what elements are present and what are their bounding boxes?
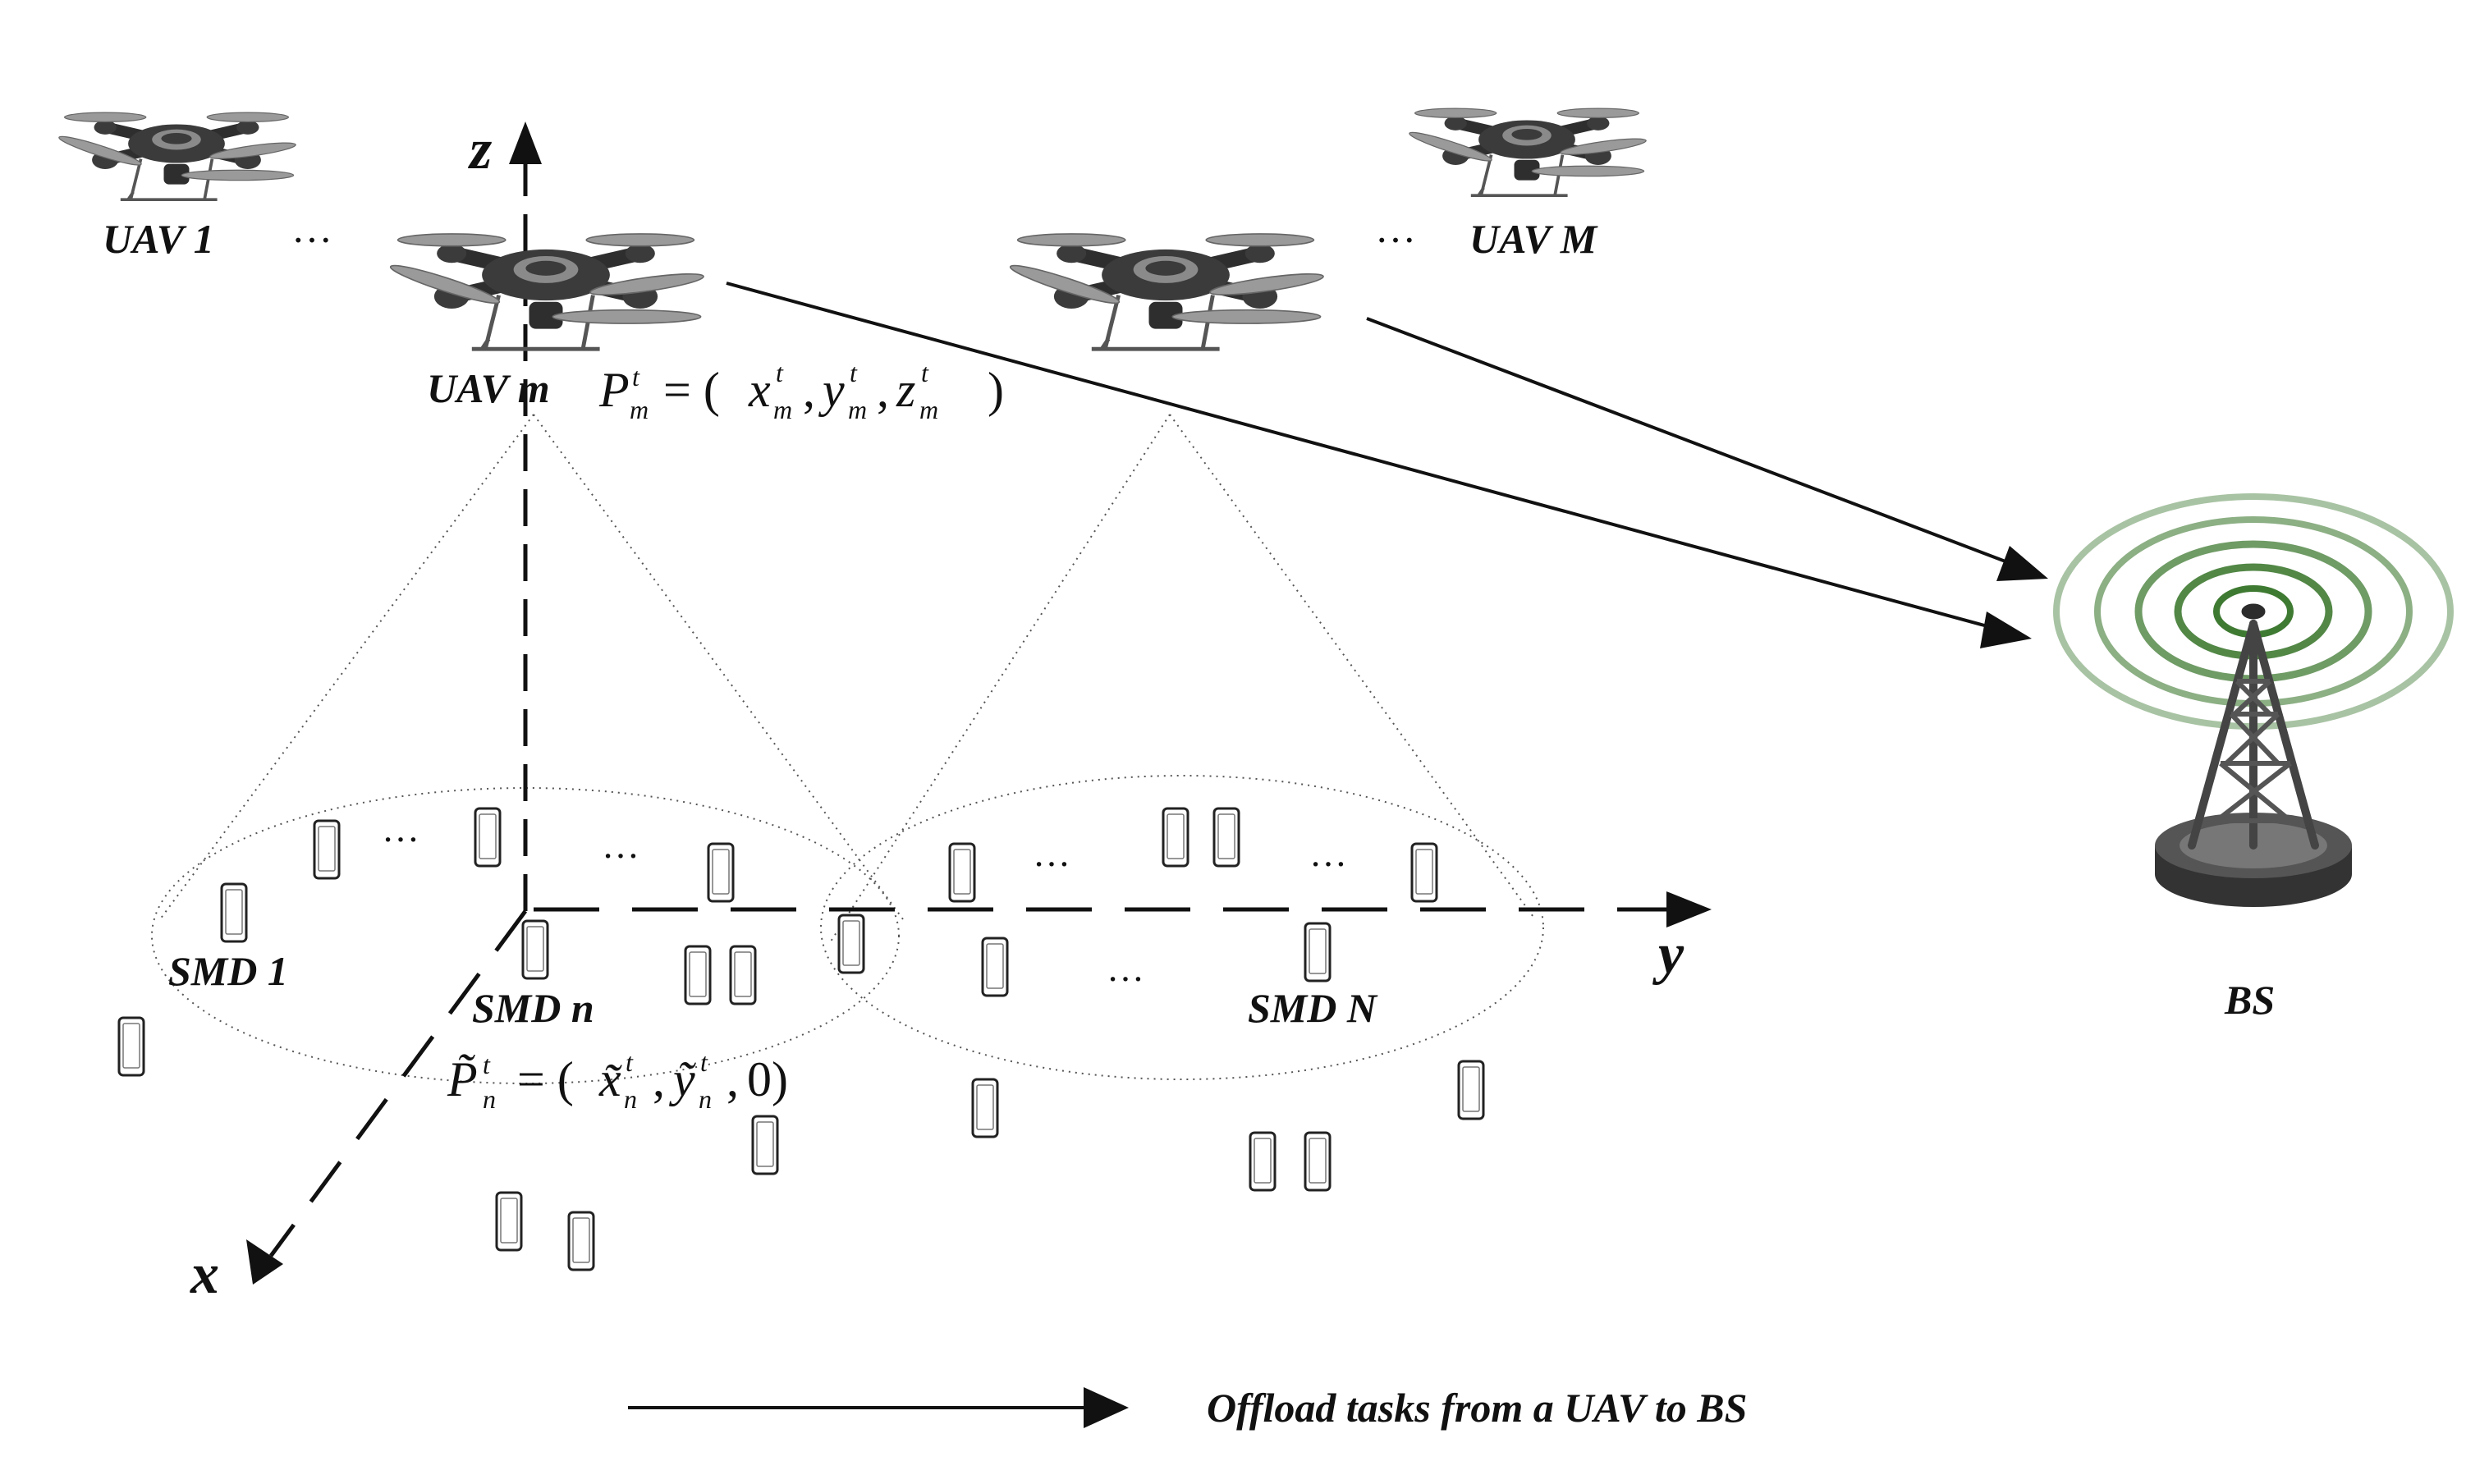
uav-ellipsis-right: …: [1375, 205, 1416, 251]
uav-position-formula: P t m = ( x t m , y t m , z t m ): [598, 358, 1004, 424]
svg-text:,: ,: [727, 1052, 739, 1106]
svg-text:x̃: x̃: [598, 1052, 622, 1106]
x-axis-arrowhead: [246, 1239, 283, 1285]
smd-device: [1249, 1131, 1277, 1192]
svg-text:0): 0): [747, 1052, 788, 1106]
svg-text:m: m: [773, 395, 792, 424]
offload-arrow-uav-m: [726, 282, 2024, 639]
svg-text:n: n: [699, 1084, 712, 1114]
uav-ellipsis-left: …: [291, 205, 332, 251]
drone-uav-1: [57, 112, 296, 199]
smd-device: [313, 819, 341, 880]
offload-arrow-uav-2: [1366, 317, 2041, 576]
smd-device: [1304, 922, 1332, 982]
smd-n-label: SMD n: [472, 985, 594, 1031]
coverage-ellipse-uav-m: [151, 787, 900, 1084]
smd-device: [948, 842, 976, 903]
svg-text:): ): [988, 363, 1004, 417]
smd-1-label: SMD 1: [168, 948, 288, 994]
bs-label: BS: [2224, 977, 2275, 1023]
tower: [2155, 620, 2352, 907]
smd-device: [837, 914, 865, 974]
svg-text:n: n: [624, 1084, 637, 1114]
smd-device: [495, 1191, 523, 1252]
z-axis-arrowhead: [509, 121, 542, 164]
smd-ellipsis-2: …: [602, 824, 639, 866]
legend: Offload tasks from a UAV to BS: [628, 1385, 1747, 1431]
y-axis-label: y: [1652, 923, 1684, 986]
svg-text:m: m: [848, 395, 867, 424]
offload-arrowheads: [1980, 546, 2048, 648]
smd-ellipsis-5: …: [1107, 947, 1144, 989]
smd-device: [729, 945, 757, 1005]
legend-arrowhead: [1084, 1387, 1129, 1428]
cone-uav-2: [828, 414, 1536, 945]
smd-device: [1162, 807, 1189, 868]
svg-text:y: y: [818, 363, 845, 417]
drone-uav-2: [1008, 234, 1324, 349]
coverage-ellipse-uav-2: [820, 775, 1544, 1080]
legend-text: Offload tasks from a UAV to BS: [1207, 1385, 1747, 1431]
smd-ellipsis-3: …: [1033, 832, 1070, 874]
smd-device: [1304, 1131, 1332, 1192]
uav-1-label: UAV 1: [103, 216, 214, 262]
svg-text:m: m: [919, 395, 938, 424]
smd-device: [567, 1211, 595, 1271]
svg-text:,: ,: [803, 363, 815, 417]
svg-text:,: ,: [877, 363, 889, 417]
cone-uav-m: [159, 414, 904, 920]
svg-text:,: ,: [653, 1052, 665, 1106]
x-axis-label: x: [190, 1243, 219, 1306]
svg-text:m: m: [630, 395, 649, 424]
svg-text:n: n: [483, 1084, 496, 1114]
svg-text:P: P: [598, 363, 630, 417]
smd-device: [1457, 1060, 1485, 1120]
svg-text:t: t: [700, 1047, 708, 1077]
svg-text:= (: = (: [663, 363, 720, 417]
smd-device: [1212, 807, 1240, 868]
smd-device: [684, 945, 712, 1005]
smd-device: [971, 1078, 999, 1138]
x-axis: [268, 909, 528, 1257]
svg-text:t: t: [850, 358, 858, 387]
smd-device: [981, 937, 1009, 997]
smd-position-formula: P̃ t n = ( x̃ t n , ỹ t n , 0): [447, 1047, 788, 1114]
y-axis-arrowhead: [1666, 891, 1712, 928]
smd-device: [707, 842, 735, 903]
smd-ellipsis-1: …: [382, 808, 419, 850]
coverage-cones: [151, 414, 1544, 1084]
drone-uav-m: [388, 234, 704, 349]
svg-text:t: t: [776, 358, 784, 387]
base-station: BS: [2053, 493, 2454, 1023]
svg-text:z: z: [896, 363, 915, 417]
svg-text:ỹ: ỹ: [668, 1052, 696, 1106]
smd-ellipsis-4: …: [1309, 832, 1347, 874]
svg-text:t: t: [921, 358, 929, 387]
smd-device: [474, 807, 502, 868]
svg-text:t: t: [632, 362, 640, 392]
svg-text:P̃: P̃: [447, 1052, 478, 1106]
drone-uav-M: [1408, 108, 1647, 195]
uav-M-label: UAV M: [1469, 216, 1598, 262]
svg-text:t: t: [626, 1047, 634, 1077]
svg-text:x: x: [748, 363, 771, 417]
uav-m-label: UAV m: [427, 365, 550, 411]
smd-device: [117, 1016, 145, 1077]
smd-device: [521, 919, 549, 980]
smd-device: [1410, 842, 1438, 903]
smd-device: [751, 1115, 779, 1175]
svg-text:t: t: [483, 1050, 491, 1079]
smd-device: [220, 882, 248, 943]
svg-text:= (: = (: [517, 1052, 574, 1106]
offload-arrows: [726, 282, 2041, 639]
smd-N-label: SMD N: [1248, 985, 1378, 1031]
z-axis-label: z: [468, 118, 492, 181]
smd-devices: [117, 807, 1485, 1271]
